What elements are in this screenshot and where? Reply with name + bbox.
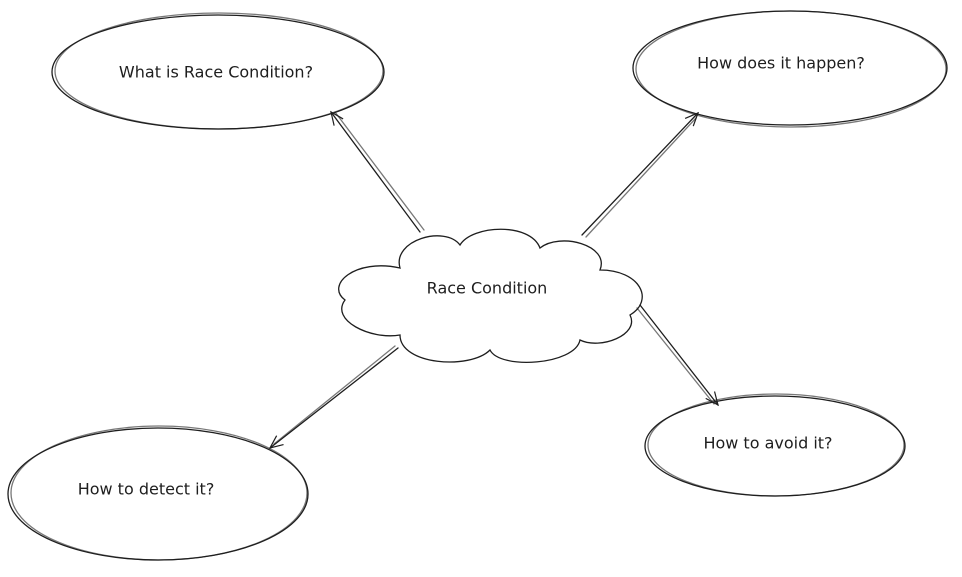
node-how-to-detect-it[interactable]: How to detect it? xyxy=(7,425,309,561)
node-how-to-avoid-it[interactable]: How to avoid it? xyxy=(644,393,906,497)
node-label: How to avoid it? xyxy=(703,434,832,453)
edge-to-what xyxy=(330,110,425,233)
node-label: What is Race Condition? xyxy=(119,63,313,82)
node-how-does-it-happen[interactable]: How does it happen? xyxy=(632,10,948,128)
edge-to-avoid xyxy=(636,304,719,407)
node-label: How to detect it? xyxy=(78,480,215,499)
node-what-is-race-condition[interactable]: What is Race Condition? xyxy=(51,12,385,130)
center-cloud-race-condition[interactable]: Race Condition xyxy=(338,228,643,363)
edge-to-detect xyxy=(268,345,399,449)
node-label: How does it happen? xyxy=(697,54,865,73)
edge-to-how xyxy=(581,111,700,238)
center-label: Race Condition xyxy=(427,279,548,298)
